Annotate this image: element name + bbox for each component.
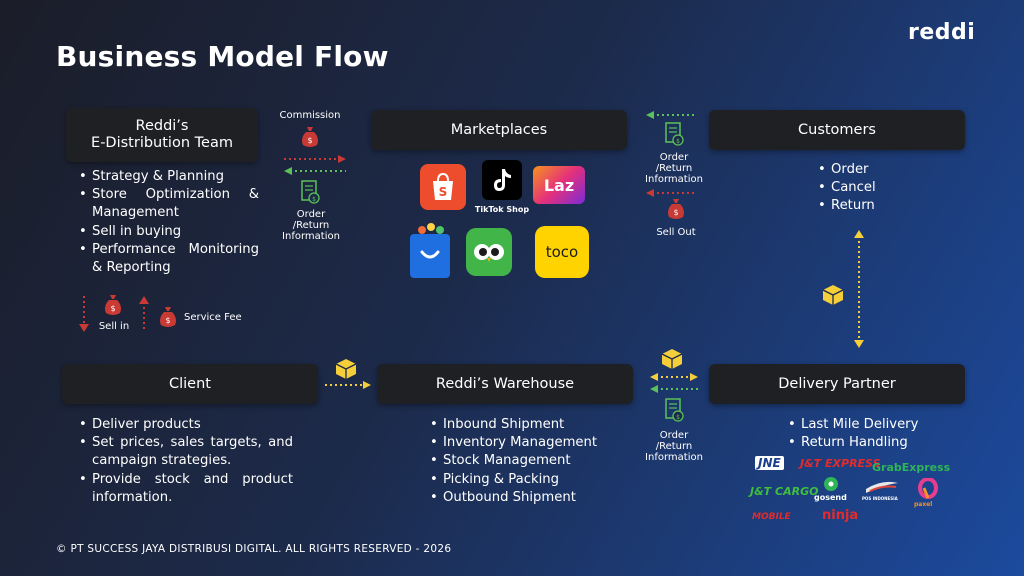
paxel-logo: paxel	[914, 501, 933, 508]
list-item: Stock Management	[430, 452, 620, 470]
pos-indonesia-icon	[866, 481, 898, 493]
order-info-label-right: Order /Return Information	[645, 152, 703, 185]
team-title-line2: E-Distribution Team	[91, 135, 233, 151]
document-icon: $	[665, 398, 684, 422]
list-item: Deliver products	[79, 416, 293, 434]
warehouse-box: Reddi’s Warehouse	[377, 364, 633, 404]
order-info-arrow-bottom	[650, 385, 698, 393]
ninja-express-logo: ninja	[822, 508, 859, 523]
gosend-logo: gosend	[814, 493, 847, 502]
client-warehouse-arrow	[325, 381, 371, 389]
customers-box: Customers	[709, 110, 965, 150]
blibli-dots-icon	[418, 223, 444, 234]
jne-logo: JNE	[755, 456, 784, 470]
shopee-logo: S	[420, 164, 466, 210]
copyright-footer: © PT SUCCESS JAYA DISTRIBUSI DIGITAL. AL…	[56, 543, 452, 555]
package-icon	[822, 285, 844, 305]
money-bag-icon: $	[668, 199, 684, 219]
commission-label: Commission	[279, 110, 341, 121]
warehouse-title: Reddi’s Warehouse	[435, 375, 575, 392]
service-fee-arrow	[139, 296, 149, 332]
list-item: Outbound Shipment	[430, 489, 620, 507]
toco-text: toco	[545, 243, 579, 261]
list-item: Provide stock and product information.	[79, 471, 293, 507]
package-icon	[661, 349, 683, 369]
list-item: Picking & Packing	[430, 471, 620, 489]
customer-delivery-arrow	[854, 230, 864, 348]
money-bag-icon: $	[302, 127, 318, 147]
list-item: Cancel	[818, 179, 918, 197]
list-item: Strategy & Planning	[79, 168, 259, 186]
delivery-list: Last Mile Delivery Return Handling	[788, 416, 948, 453]
tiktok-shop-logo	[482, 160, 522, 200]
delivery-title: Delivery Partner	[778, 375, 896, 392]
package-icon	[335, 359, 357, 379]
blibli-logo	[410, 234, 450, 278]
warehouse-delivery-arrow	[650, 373, 698, 381]
page-title: Business Model Flow	[56, 40, 389, 73]
svg-text:$: $	[165, 316, 170, 325]
list-item: Sell in buying	[79, 223, 259, 241]
list-item: Set prices, sales targets, and campaign …	[79, 434, 293, 470]
mobile-courier-logo: MOBILE	[752, 512, 791, 522]
document-icon: $	[301, 180, 320, 204]
list-item: Return	[818, 197, 918, 215]
order-info-label-left: Order /Return Information	[282, 209, 340, 242]
money-bag-icon: $	[105, 295, 121, 315]
client-box: Client	[62, 364, 318, 404]
warehouse-list: Inbound Shipment Inventory Management St…	[430, 416, 620, 507]
svg-text:$: $	[312, 196, 316, 203]
svg-text:$: $	[110, 304, 115, 313]
customers-title: Customers	[798, 121, 876, 138]
tiktok-shop-label: TikTok Shop	[474, 205, 530, 214]
list-item: Inventory Management	[430, 434, 620, 452]
marketplaces-box: Marketplaces	[371, 110, 627, 150]
list-item: Inbound Shipment	[430, 416, 620, 434]
order-info-arrow-right	[646, 111, 694, 119]
service-fee-label: Service Fee	[184, 312, 242, 323]
team-list: Strategy & Planning Store Optimization &…	[79, 168, 259, 277]
list-item: Return Handling	[788, 434, 948, 452]
delivery-box: Delivery Partner	[709, 364, 965, 404]
jnt-express-logo: J&T EXPRESS	[800, 457, 881, 470]
reddi-logo: reddi	[908, 20, 976, 45]
order-info-arrow-left	[284, 167, 346, 175]
sell-out-arrow	[646, 189, 694, 197]
client-title: Client	[169, 375, 211, 392]
list-item: Order	[818, 161, 918, 179]
sell-in-arrow	[79, 296, 89, 332]
lazada-text: Laz	[543, 175, 575, 195]
svg-text:$: $	[673, 208, 678, 217]
tokopedia-logo	[466, 228, 512, 276]
list-item: Store Optimization & Management	[79, 186, 259, 222]
list-item: Performance Monitoring & Reporting	[79, 241, 259, 277]
toco-logo: toco	[535, 226, 589, 278]
sell-out-label: Sell Out	[656, 227, 696, 238]
grab-express-logo: GrabExpress	[872, 461, 951, 474]
lazada-logo: Laz	[533, 166, 585, 204]
document-icon: $	[665, 122, 684, 146]
gosend-icon	[824, 477, 838, 491]
svg-text:$: $	[676, 138, 680, 145]
team-title-line1: Reddi’s	[135, 118, 189, 134]
sell-in-label: Sell in	[98, 321, 130, 332]
team-box: Reddi’s E-Distribution Team	[66, 108, 258, 162]
paxel-icon	[918, 478, 938, 499]
svg-text:$: $	[307, 136, 312, 145]
order-info-label-bottom: Order /Return Information	[645, 430, 703, 463]
customers-list: Order Cancel Return	[818, 161, 918, 216]
svg-text:$: $	[676, 414, 680, 421]
list-item: Last Mile Delivery	[788, 416, 948, 434]
svg-text:S: S	[439, 185, 448, 199]
commission-arrow	[284, 155, 346, 163]
jnt-cargo-logo: J&T CARGO	[750, 485, 819, 498]
client-list: Deliver products Set prices, sales targe…	[79, 416, 293, 507]
pos-indonesia-logo: POS INDONESIA	[862, 496, 898, 501]
marketplaces-title: Marketplaces	[450, 121, 548, 138]
money-bag-icon: $	[160, 307, 176, 327]
